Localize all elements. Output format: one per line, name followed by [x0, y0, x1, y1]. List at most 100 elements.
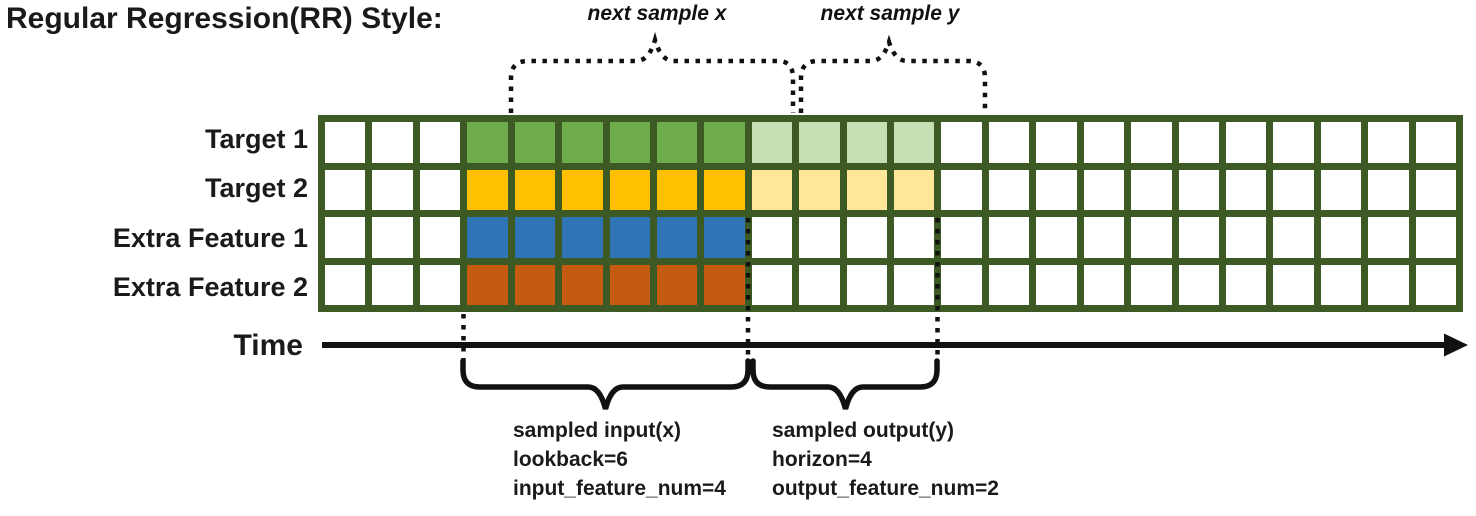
grid-cell	[1320, 264, 1362, 305]
grid-cell	[988, 122, 1030, 163]
grid-cell	[704, 217, 745, 258]
row-label: Target 2	[204, 173, 308, 204]
sampled-output-brace	[750, 358, 940, 410]
grid-cell	[846, 264, 887, 305]
grid-cell	[419, 264, 461, 305]
grid-cell	[846, 169, 887, 210]
grid-cell	[894, 169, 935, 210]
grid-cell	[514, 122, 556, 163]
grid-cell	[1368, 264, 1409, 305]
grid-cell	[419, 217, 461, 258]
next-sample-y-label: next sample y	[820, 2, 960, 25]
grid-cell	[1178, 122, 1219, 163]
grid-cell	[419, 169, 461, 210]
grid-cell	[1131, 169, 1172, 210]
grid-cell	[609, 122, 650, 163]
grid-cell	[1415, 169, 1456, 210]
sampled-input-annotation: sampled input(x) lookback=6 input_featur…	[513, 416, 726, 503]
grid-cell	[656, 122, 698, 163]
grid-cell	[656, 264, 698, 305]
grid-cell	[372, 169, 413, 210]
grid-cell	[514, 169, 556, 210]
grid-cell	[514, 217, 556, 258]
input-feature-num-value: input_feature_num=4	[513, 477, 726, 500]
grid-cell	[941, 122, 982, 163]
grid-cell	[419, 122, 461, 163]
grid-cell	[894, 264, 935, 305]
next-sample-x-label: next sample x	[587, 2, 727, 25]
grid-cell	[562, 122, 603, 163]
grid-cell	[562, 217, 603, 258]
grid-cell	[609, 169, 650, 210]
grid-cell	[799, 122, 840, 163]
grid-cell	[467, 122, 508, 163]
grid-cell	[704, 122, 745, 163]
grid-cell	[609, 264, 650, 305]
grid-cell	[1320, 217, 1362, 258]
grid-cell	[846, 217, 887, 258]
grid-cell	[372, 264, 413, 305]
grid-cell	[325, 217, 366, 258]
grid-cell	[751, 217, 793, 258]
grid-cell	[1273, 122, 1314, 163]
timeseries-grid	[318, 115, 1463, 312]
grid-cell	[751, 264, 793, 305]
sampled-input-title: sampled input(x)	[513, 419, 682, 442]
grid-cell	[562, 264, 603, 305]
grid-cell	[1036, 217, 1077, 258]
grid-cell	[1225, 217, 1267, 258]
grid-cell	[325, 169, 366, 210]
grid-cell	[1225, 122, 1267, 163]
grid-cell	[467, 217, 508, 258]
grid-cell	[988, 264, 1030, 305]
grid-cell	[1368, 122, 1409, 163]
next-sample-x-brace	[508, 31, 796, 113]
grid-cell	[988, 169, 1030, 210]
grid-cell	[1320, 122, 1362, 163]
grid-cell	[325, 122, 366, 163]
grid-cell	[325, 264, 366, 305]
grid-cell	[988, 217, 1030, 258]
grid-cell	[514, 264, 556, 305]
grid-cell	[467, 264, 508, 305]
grid-cell	[1368, 217, 1409, 258]
grid-cell	[1273, 264, 1314, 305]
grid-cell	[609, 217, 650, 258]
grid-cell	[894, 217, 935, 258]
grid-cell	[894, 122, 935, 163]
sampled-input-brace	[460, 358, 751, 410]
grid-cell	[1036, 122, 1077, 163]
next-sample-y-brace	[798, 34, 988, 113]
grid-cell	[1178, 169, 1219, 210]
sampled-output-annotation: sampled output(y) horizon=4 output_featu…	[772, 416, 999, 503]
grid-cell	[1083, 122, 1125, 163]
grid-cell	[467, 169, 508, 210]
grid-cell	[1083, 264, 1125, 305]
diagram-title: Regular Regression(RR) Style:	[6, 2, 443, 35]
grid-cell	[941, 217, 982, 258]
grid-cell	[1320, 169, 1362, 210]
grid-cell	[1225, 169, 1267, 210]
grid-cell	[704, 264, 745, 305]
grid-cell	[941, 169, 982, 210]
row-label: Target 1	[204, 124, 308, 155]
grid-cell	[1036, 264, 1077, 305]
grid-cell	[656, 217, 698, 258]
grid-cell	[1131, 217, 1172, 258]
grid-cell	[372, 217, 413, 258]
grid-cell	[1178, 217, 1219, 258]
lookback-value: lookback=6	[513, 448, 628, 471]
grid-cell	[656, 169, 698, 210]
grid-cell	[1131, 122, 1172, 163]
grid-cell	[1225, 264, 1267, 305]
output-feature-num-value: output_feature_num=2	[772, 477, 999, 500]
grid-cell	[1368, 169, 1409, 210]
grid-cell	[799, 217, 840, 258]
row-label: Extra Feature 1	[112, 222, 308, 253]
grid-cell	[846, 122, 887, 163]
grid-cell	[941, 264, 982, 305]
grid-cell	[704, 169, 745, 210]
